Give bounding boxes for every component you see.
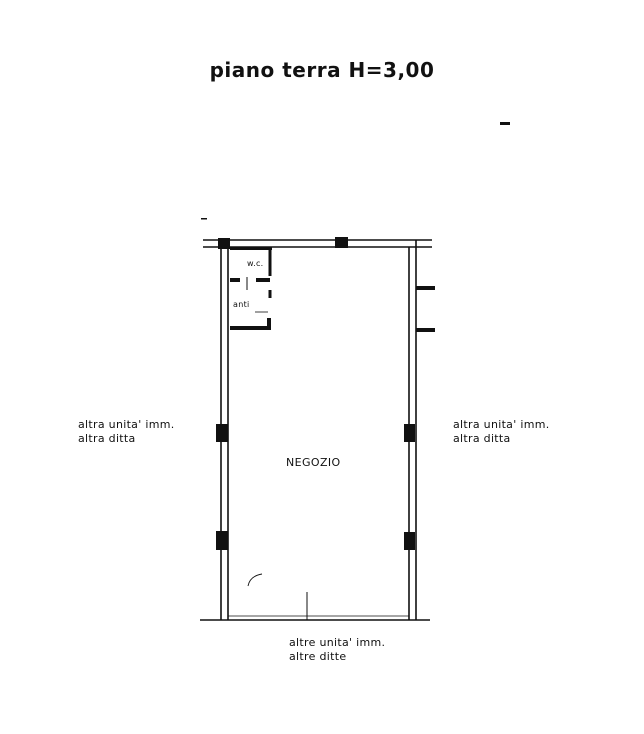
wc-stub-left	[230, 278, 240, 282]
bottom-neighbor-line2: altre ditte	[289, 650, 347, 663]
column-right-2	[404, 532, 415, 550]
column-left-1	[216, 424, 228, 442]
door-arc	[247, 573, 263, 587]
right-neighbor-line2: altra ditta	[453, 432, 511, 445]
column-left-2	[216, 531, 228, 550]
anti-wall-end	[267, 318, 271, 330]
column-top-left	[218, 238, 230, 249]
stray-mark-1	[500, 122, 510, 125]
wall-stub-right-1	[416, 286, 435, 290]
wc-label: w.c.	[247, 259, 264, 268]
wc-stub-right	[256, 278, 270, 282]
anti-wall-bottom	[230, 326, 271, 330]
anti-label: anti	[233, 300, 250, 309]
column-top-center	[335, 237, 348, 248]
drawing-title: piano terra H=3,00	[209, 58, 435, 82]
right-neighbor-label: altra unita' imm. altra ditta	[453, 418, 550, 446]
wall-stub-right-2	[416, 328, 435, 332]
room-label: NEGOZIO	[286, 456, 341, 469]
left-neighbor-label: altra unita' imm. altra ditta	[78, 418, 175, 446]
left-neighbor-line2: altra ditta	[78, 432, 136, 445]
right-neighbor-line1: altra unita' imm.	[453, 418, 550, 431]
left-neighbor-line1: altra unita' imm.	[78, 418, 175, 431]
stray-mark-2	[201, 218, 207, 220]
column-right-1	[404, 424, 415, 442]
wc-wall-top	[230, 247, 272, 250]
bottom-neighbor-label: altre unita' imm. altre ditte	[289, 636, 385, 664]
bottom-neighbor-line1: altre unita' imm.	[289, 636, 386, 649]
